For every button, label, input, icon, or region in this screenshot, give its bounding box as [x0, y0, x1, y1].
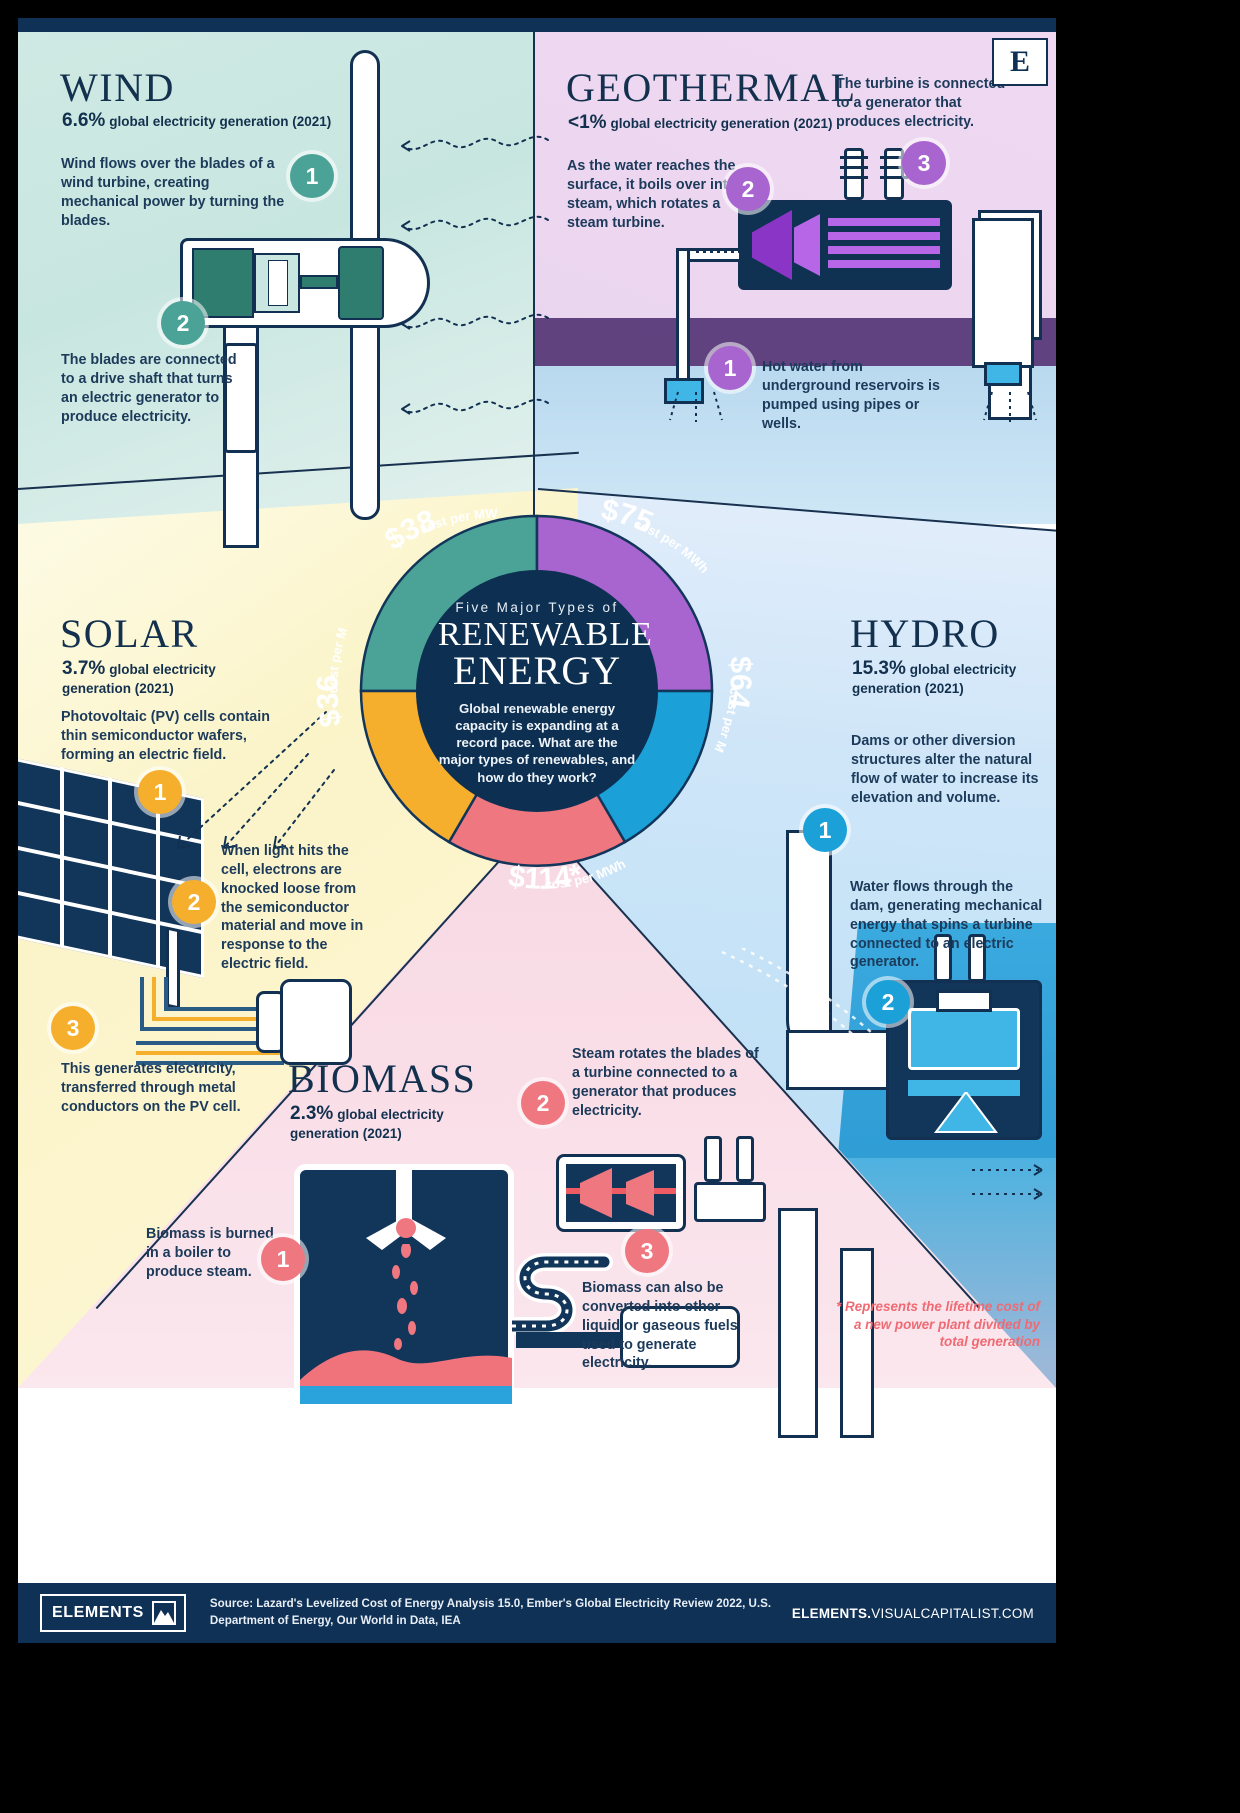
hydro-share-label: global electricity generation (2021) — [852, 662, 1017, 697]
biomass-share-label: global electricity generation (2021) — [290, 1107, 444, 1142]
solar-step-2-text: When light hits the cell, electrons are … — [221, 843, 364, 973]
biomass-step-3-text: Biomass can also be converted into other… — [582, 1280, 738, 1372]
geothermal-underground-band — [534, 318, 1056, 366]
solar-step-3-badge: 3 — [51, 1006, 95, 1050]
biomass-step-1-badge: 1 — [261, 1237, 305, 1281]
site-url: ELEMENTS.VISUALCAPITALIST.COM — [792, 1606, 1034, 1621]
hub-title-line2: ENERGY — [452, 647, 622, 693]
biomass-step-1-text: Biomass is burned in a boiler to produce… — [146, 1226, 274, 1280]
hydro-share: 15.3% global electricity generation (202… — [852, 658, 1056, 697]
solar-share-label: global electricity generation (2021) — [62, 662, 216, 697]
cost-footnote: * Represents the lifetime cost of a new … — [836, 1299, 1040, 1350]
biomass-step-3-badge: 3 — [625, 1229, 669, 1273]
solar-share-value: 3.7% — [62, 658, 106, 679]
solar-step-3-text: This generates electricity, transferred … — [61, 1061, 241, 1115]
solar-panel-illustration — [18, 757, 224, 1010]
biomass-share: 2.3% global electricity generation (2021… — [290, 1103, 510, 1142]
geothermal-share-label: global electricity generation (2021) — [610, 116, 833, 131]
wind-turbine-illustration — [168, 48, 458, 548]
elements-logo: ELEMENTS — [40, 1594, 186, 1632]
geothermal-spray-left — [669, 391, 723, 422]
wind-title: WIND — [60, 65, 175, 110]
geothermal-share: <1% global electricity generation (2021) — [568, 112, 888, 134]
biomass-cooling-towers — [778, 1208, 898, 1438]
site-url-rest: VISUALCAPITALIST.COM — [871, 1605, 1034, 1621]
wind-step-1-badge: 1 — [290, 154, 334, 198]
hydro-step-1-badge: 1 — [803, 808, 847, 852]
geothermal-injection-well — [958, 218, 1056, 398]
biomass-step-2-badge: 2 — [521, 1081, 565, 1125]
hydro-cost-label: $64 — [721, 656, 757, 711]
geothermal-step-1-text: Hot water from underground reservoirs is… — [762, 359, 940, 432]
infographic-canvas: E — [18, 18, 1056, 1643]
solar-light-rays — [177, 711, 335, 849]
geothermal-title: GEOTHERMAL — [566, 65, 857, 110]
footer-bar: ELEMENTS Source: Lazard's Levelized Cost… — [18, 1583, 1056, 1643]
solar-inverter-illustration — [128, 973, 358, 1083]
hydro-step-2-badge: 2 — [866, 980, 910, 1024]
hub-title-line1: RENEWABLE — [438, 616, 653, 653]
wind-share-label: global electricity generation (2021) — [109, 114, 332, 129]
geothermal-step-2-badge: 2 — [726, 167, 770, 211]
top-bar — [18, 18, 1056, 32]
solar-step-1-text: Photovoltaic (PV) cells contain thin sem… — [61, 709, 270, 763]
source-credit: Source: Lazard's Levelized Cost of Energ… — [209, 1597, 772, 1627]
geothermal-step-3-text: The turbine is connected to a generator … — [836, 76, 1006, 130]
divider-wind-geothermal — [533, 32, 535, 524]
solar-title: SOLAR — [60, 611, 199, 656]
solar-cost-sub: cost per MWh — [298, 446, 350, 694]
wind-step-2-badge: 2 — [161, 301, 205, 345]
geothermal-step-2-text: As the water reaches the surface, it boi… — [567, 158, 737, 231]
solar-share: 3.7% global electricity generation (2021… — [62, 658, 272, 697]
biomass-plant-illustration — [280, 1136, 790, 1426]
biomass-title: BIOMASS — [288, 1056, 477, 1101]
elements-logo-text: ELEMENTS — [52, 1604, 144, 1621]
wind-share: 6.6% global electricity generation (2021… — [62, 110, 362, 132]
wind-step-1-text: Wind flows over the blades of a wind tur… — [61, 156, 285, 229]
wind-step-2-text: The blades are connected to a drive shaf… — [61, 352, 237, 425]
solar-cost-label: $36 — [311, 675, 348, 730]
elements-corner-badge: E — [992, 38, 1048, 86]
solar-step-1-badge: 1 — [138, 770, 182, 814]
center-hub: Five Major Types of RENEWABLE ENERGY Glo… — [416, 570, 658, 812]
biomass-step-2-text: Steam rotates the blades of a turbine co… — [572, 1046, 759, 1119]
hub-eyebrow: Five Major Types of — [455, 600, 619, 615]
biomass-share-value: 2.3% — [290, 1103, 334, 1124]
wind-share-value: 6.6% — [62, 110, 106, 131]
biomass-cost-label: $114* — [506, 858, 585, 896]
hydro-title: HYDRO — [850, 611, 1000, 656]
hub-blurb: Global renewable energy capacity is expa… — [438, 701, 636, 785]
geothermal-spray-right — [983, 391, 1037, 422]
wind-flow-lines — [401, 135, 549, 415]
geothermal-step-1-badge: 1 — [708, 346, 752, 390]
hydro-share-value: 15.3% — [852, 658, 906, 679]
hydro-dam-illustration — [786, 830, 1056, 1250]
site-url-bold: ELEMENTS. — [791, 1605, 872, 1621]
hydro-flow-dashes — [721, 948, 885, 1059]
hydro-step-1-text: Dams or other diversion structures alter… — [851, 733, 1039, 806]
geothermal-share-value: <1% — [568, 112, 607, 133]
solar-step-2-badge: 2 — [172, 880, 216, 924]
hydro-step-2-text: Water flows through the dam, generating … — [850, 879, 1043, 971]
mountain-icon — [151, 1601, 176, 1625]
geothermal-step-3-badge: 3 — [902, 141, 946, 185]
